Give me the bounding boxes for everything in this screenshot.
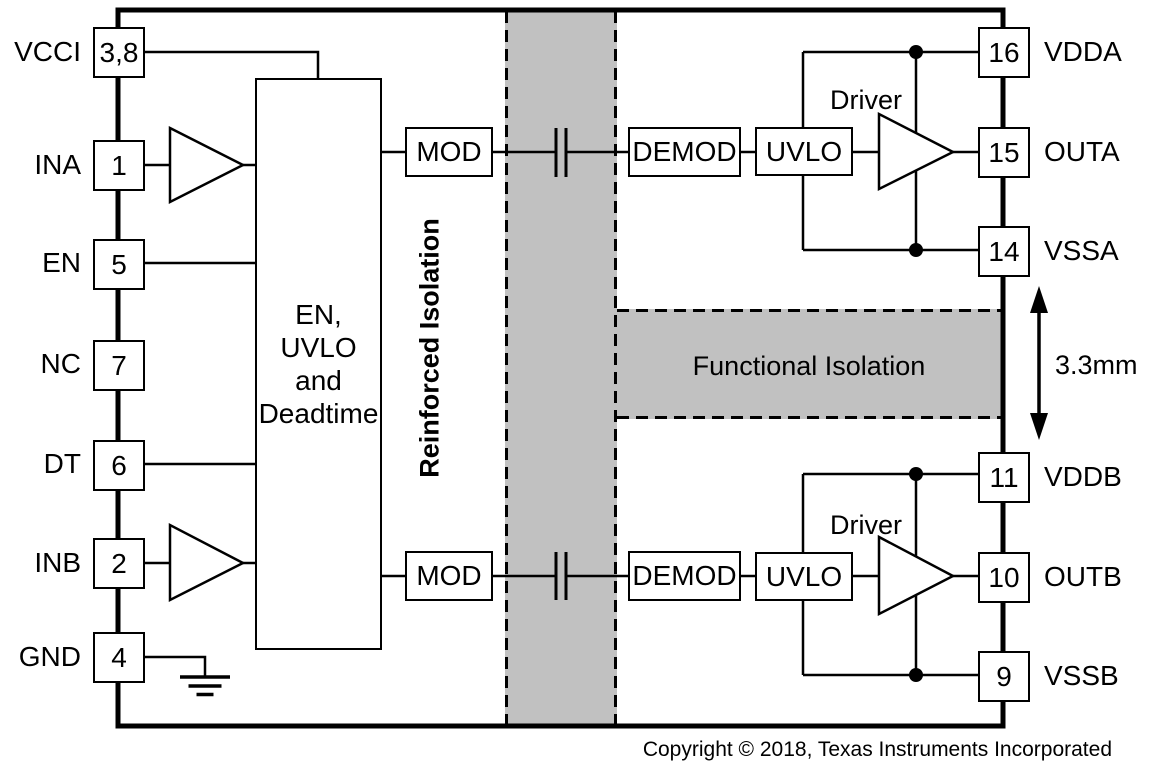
wire-gnd <box>145 655 207 676</box>
pin-box-dt: 6 <box>93 440 145 491</box>
pin-label-nc: NC <box>40 348 81 379</box>
pin-box-vdda: 16 <box>978 27 1030 78</box>
demod-a-block: DEMOD <box>628 127 741 177</box>
control-logic-block: EN, UVLO and Deadtime <box>255 78 382 650</box>
functional-isolation-label: Functional Isolation <box>692 350 926 381</box>
pin-label-vssa: VSSA <box>1044 235 1119 266</box>
uvlo-a-block: UVLO <box>755 127 853 176</box>
driver-a-label: Driver <box>830 84 902 115</box>
ground-symbol-icon <box>180 675 230 697</box>
functional-isolation-band <box>617 309 1001 419</box>
driver-b-triangle-icon <box>877 534 956 617</box>
pin-box-vssa: 14 <box>978 226 1030 277</box>
input-buffer-b-icon <box>168 522 246 603</box>
pin-box-vssb: 9 <box>978 651 1030 702</box>
pin-box-en: 5 <box>93 239 145 290</box>
pin-box-outb: 10 <box>978 552 1030 603</box>
pin-label-inb: INB <box>34 547 81 578</box>
pin-label-outb: OUTB <box>1044 561 1122 592</box>
mod-a-block: MOD <box>405 127 493 177</box>
pin-label-dt: DT <box>43 448 81 479</box>
pin-label-vssb: VSSB <box>1044 660 1119 691</box>
pin-label-outa: OUTA <box>1044 136 1120 167</box>
isolation-capacitor-b-icon <box>554 552 568 600</box>
pin-label-en: EN <box>42 247 81 278</box>
pin-label-vddb: VDDB <box>1044 461 1122 492</box>
reinforced-isolation-text: Reinforced Isolation <box>414 217 445 478</box>
uvlo-b-block: UVLO <box>755 552 853 601</box>
pin-label-gnd: GND <box>18 641 81 672</box>
copyright-notice: Copyright © 2018, Texas Instruments Inco… <box>642 738 1112 761</box>
pin-box-ina: 1 <box>93 140 145 191</box>
reinforced-isolation-band <box>505 11 617 725</box>
dimension-arrow-icon <box>1030 286 1048 440</box>
pin-box-gnd: 4 <box>93 632 145 683</box>
pin-box-inb: 2 <box>93 538 145 589</box>
pin-label-vcci: VCCI <box>14 36 81 67</box>
amplifier-triangles <box>168 111 956 617</box>
pin-box-vcci: 3,8 <box>93 27 145 78</box>
pin-box-outa: 15 <box>978 127 1030 178</box>
driver-b-label: Driver <box>830 509 902 540</box>
input-buffer-a-icon <box>168 125 246 205</box>
junction-dots <box>909 45 923 682</box>
mod-b-block: MOD <box>405 551 493 601</box>
isolation-distance-label: 3.3mm <box>1055 349 1138 380</box>
input-wires <box>145 50 320 676</box>
pin-box-vddb: 11 <box>978 452 1030 503</box>
pin-label-vdda: VDDA <box>1044 36 1122 67</box>
pin-box-nc: 7 <box>93 340 145 391</box>
pin-label-ina: INA <box>34 149 81 180</box>
isolation-capacitor-a-icon <box>554 128 568 177</box>
driver-a-triangle-icon <box>877 111 956 192</box>
demod-b-block: DEMOD <box>628 551 741 601</box>
wire-vcci <box>145 50 320 78</box>
